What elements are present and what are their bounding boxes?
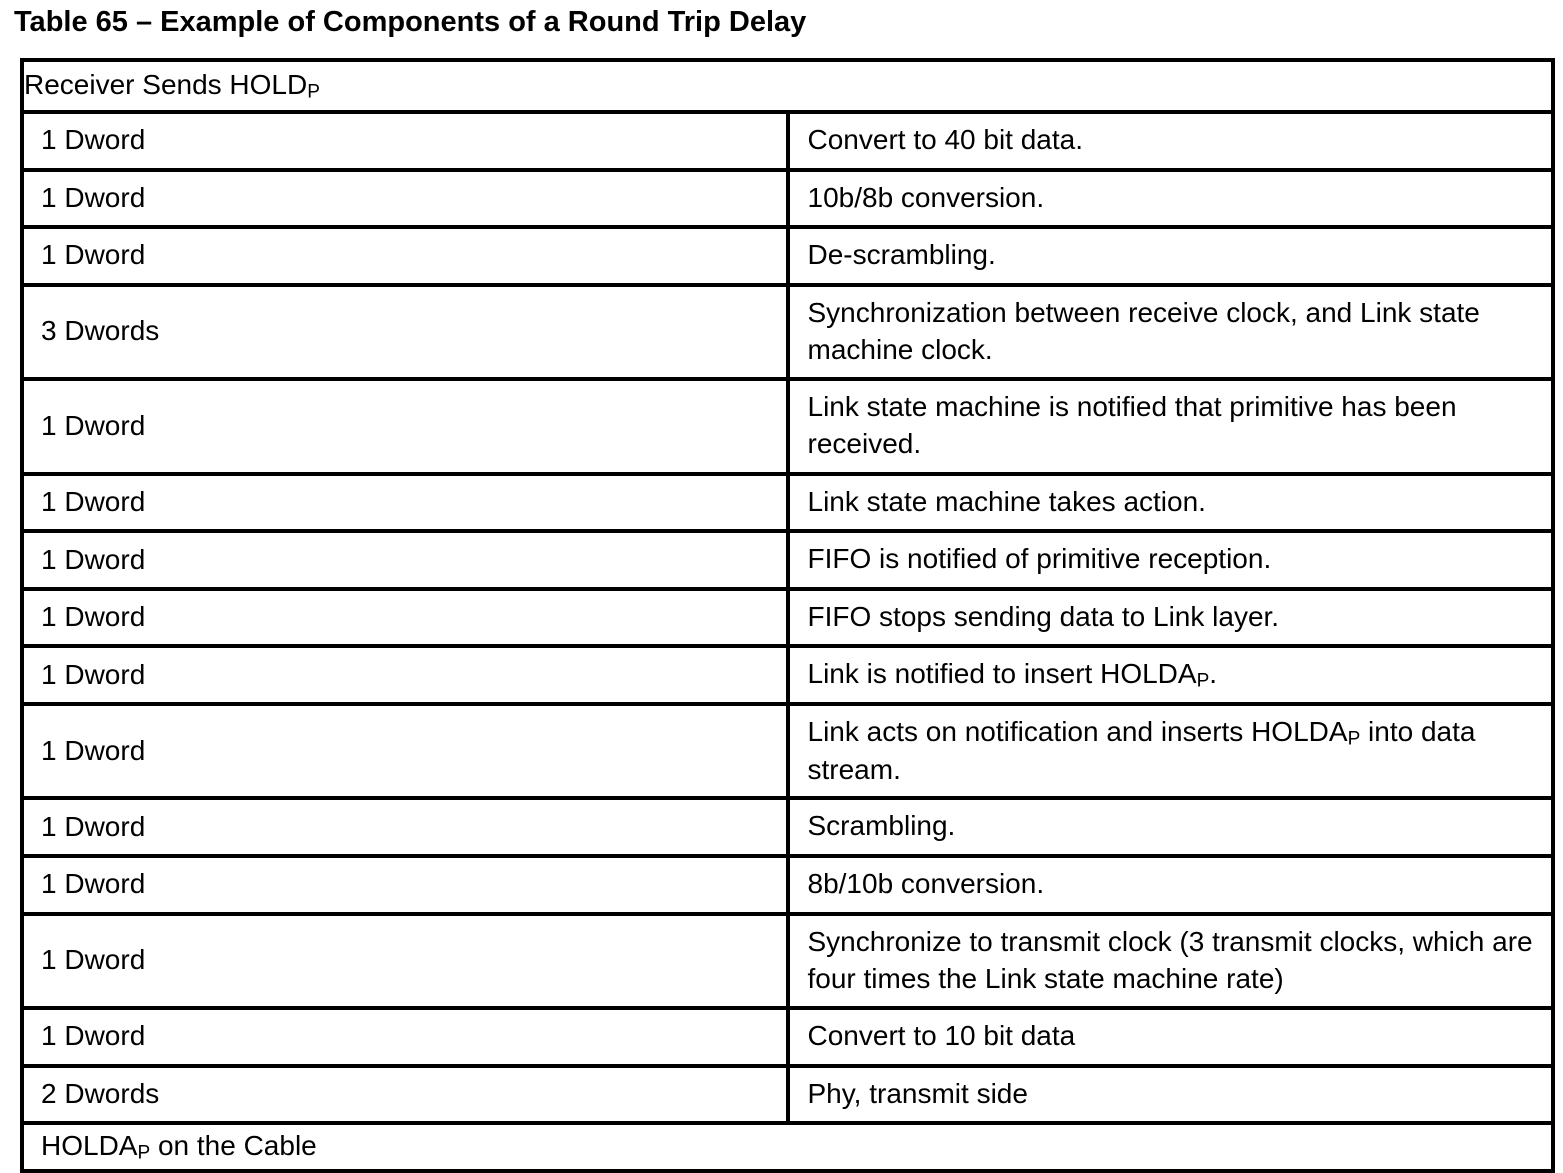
dword-count-cell: 1 Dword <box>20 911 790 1011</box>
table-row: 1 Dword Link state machine is notified t… <box>20 377 1555 476</box>
table-row: 1 Dword 10b/8b conversion. <box>20 167 1555 230</box>
dword-count-cell: 1 Dword <box>20 1006 790 1068</box>
round-trip-delay-table: Receiver Sends HOLDP 1 Dword Convert to … <box>20 58 1555 1173</box>
description-cell: Phy, transmit side <box>785 1063 1555 1126</box>
table-foot: HOLDAP on the Cable <box>20 1121 1555 1173</box>
description-cell: Link state machine is notified that prim… <box>785 377 1555 476</box>
header-text: Receiver Sends HOLD <box>24 69 308 101</box>
dword-count-cell: 1 Dword <box>20 701 790 801</box>
description-cell: Convert to 40 bit data. <box>785 110 1555 172</box>
description-cell: Synchronization between receive clock, a… <box>785 282 1555 382</box>
description-cell: Scrambling. <box>785 796 1555 859</box>
description-cell: 10b/8b conversion. <box>785 167 1555 230</box>
description-text-post: . <box>1209 658 1218 690</box>
dword-count-cell: 1 Dword <box>20 167 790 230</box>
description-subscript: P <box>1196 670 1210 692</box>
table-row: 1 Dword Convert to 40 bit data. <box>20 110 1555 172</box>
description-text-post: into data stream. <box>807 715 1476 785</box>
dword-count-cell: 2 Dwords <box>20 1063 790 1126</box>
description-cell: FIFO is notified of primitive reception. <box>785 529 1555 591</box>
table-row: 1 Dword Link is notified to insert HOLDA… <box>20 644 1555 706</box>
table-row: 1 Dword Convert to 10 bit data <box>20 1006 1555 1068</box>
description-text: Synchronization between receive clock, a… <box>807 296 1480 365</box>
table-head: Receiver Sends HOLDP <box>20 58 1555 114</box>
description-cell: FIFO stops sending data to Link layer. <box>785 586 1555 649</box>
description-text: Link acts on notification and inserts HO… <box>807 715 1348 747</box>
description-cell: Convert to 10 bit data <box>785 1006 1555 1068</box>
table-row: 1 Dword Synchronize to transmit clock (3… <box>20 911 1555 1011</box>
document-page: { "title": "Table 65 – Example of Compon… <box>0 4 1563 1173</box>
table-header-row: Receiver Sends HOLDP <box>20 58 1555 114</box>
description-text: FIFO stops sending data to Link layer. <box>807 600 1280 632</box>
table-row: 1 Dword Scrambling. <box>20 796 1555 859</box>
dword-count-cell: 1 Dword <box>20 854 790 916</box>
description-text: Scrambling. <box>807 810 956 842</box>
description-text: Convert to 10 bit data <box>807 1020 1076 1052</box>
dword-count-cell: 3 Dwords <box>20 282 790 382</box>
description-text: Synchronize to transmit clock (3 transmi… <box>807 925 1533 994</box>
description-text: Link state machine takes action. <box>807 485 1206 517</box>
table-row: 1 Dword FIFO is notified of primitive re… <box>20 529 1555 591</box>
table-row: 1 Dword De-scrambling. <box>20 225 1555 287</box>
description-subscript: P <box>1347 728 1361 750</box>
table-footer-cell: HOLDAP on the Cable <box>20 1121 1555 1173</box>
table-header-cell: Receiver Sends HOLDP <box>20 58 1555 114</box>
dword-count-cell: 1 Dword <box>20 225 790 287</box>
table-row: 1 Dword FIFO stops sending data to Link … <box>20 586 1555 649</box>
footer-text: HOLDA <box>41 1130 138 1162</box>
table-body: 1 Dword Convert to 40 bit data. 1 Dword … <box>20 110 1555 1126</box>
description-text: 8b/10b conversion. <box>807 868 1045 900</box>
description-text: FIFO is notified of primitive reception. <box>807 543 1272 575</box>
description-text: Link is notified to insert HOLDA <box>807 658 1197 690</box>
dword-count-cell: 1 Dword <box>20 644 790 706</box>
dword-count-cell: 1 Dword <box>20 529 790 591</box>
table-row: 1 Dword Link state machine takes action. <box>20 471 1555 534</box>
description-text: Phy, transmit side <box>807 1077 1028 1109</box>
description-cell: De-scrambling. <box>785 225 1555 287</box>
table-row: 2 Dwords Phy, transmit side <box>20 1063 1555 1126</box>
table-row: 1 Dword 8b/10b conversion. <box>20 854 1555 916</box>
description-cell: Link state machine takes action. <box>785 471 1555 534</box>
description-text: Convert to 40 bit data. <box>807 124 1084 155</box>
table-row: 3 Dwords Synchronization between receive… <box>20 282 1555 382</box>
dword-count-cell: 1 Dword <box>20 796 790 859</box>
footer-text-post: on the Cable <box>150 1130 317 1162</box>
header-subscript: P <box>307 81 320 103</box>
description-text: 10b/8b conversion. <box>807 181 1045 213</box>
table-row: 1 Dword Link acts on notification and in… <box>20 701 1555 801</box>
dword-count-cell: 1 Dword <box>20 586 790 649</box>
dword-count-cell: 1 Dword <box>20 471 790 534</box>
description-text: Link state machine is notified that prim… <box>807 391 1457 460</box>
footer-subscript: P <box>137 1142 151 1164</box>
table-caption: Table 65 – Example of Components of a Ro… <box>14 6 807 38</box>
description-cell: Link is notified to insert HOLDAP. <box>785 644 1555 706</box>
table-footer-row: HOLDAP on the Cable <box>20 1121 1555 1173</box>
description-cell: Synchronize to transmit clock (3 transmi… <box>785 911 1555 1011</box>
description-cell: 8b/10b conversion. <box>785 854 1555 916</box>
description-cell: Link acts on notification and inserts HO… <box>785 701 1555 801</box>
dword-count-cell: 1 Dword <box>20 110 790 172</box>
description-text: De-scrambling. <box>807 239 996 271</box>
dword-count-cell: 1 Dword <box>20 377 790 476</box>
